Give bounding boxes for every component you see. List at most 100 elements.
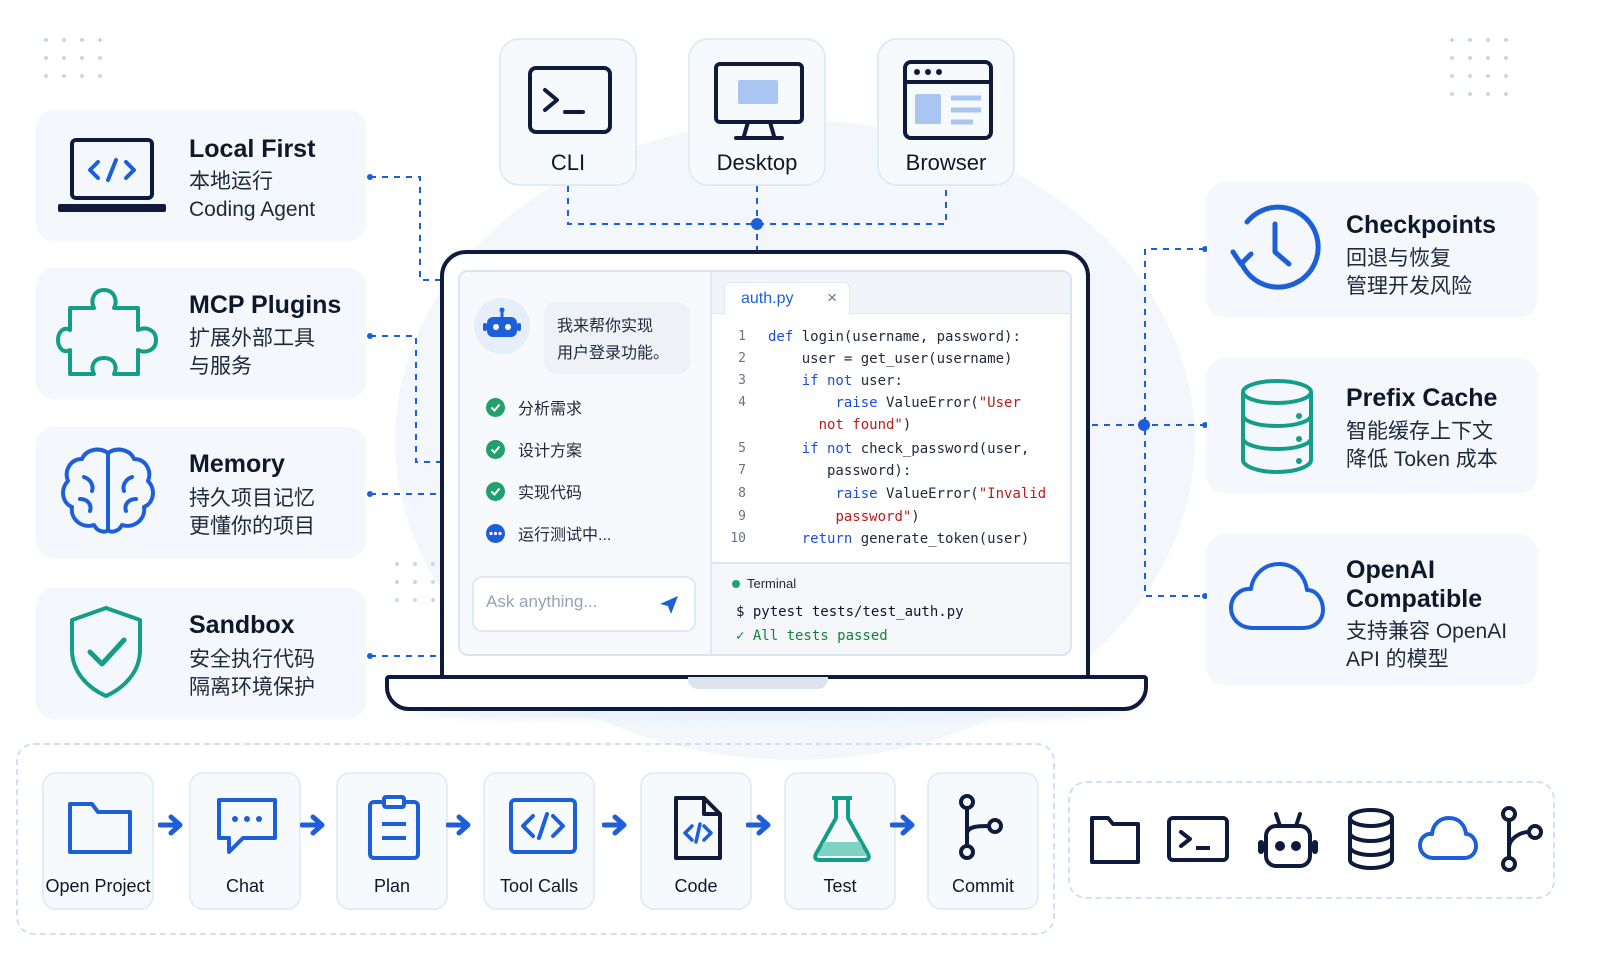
feature-title: OpenAI Compatible — [1346, 556, 1483, 613]
tile-cli[interactable]: CLI — [499, 38, 637, 186]
decorative-dots — [1450, 38, 1508, 96]
terminal-result: ✓ All tests passed — [736, 628, 888, 644]
git-branch-icon — [1497, 806, 1545, 877]
tile-browser[interactable]: Browser — [877, 38, 1015, 186]
app-window: 我来帮你实现 用户登录功能。 分析需求 设计方案 实现代码 运行测试中... — [458, 270, 1072, 656]
assistant-message: 我来帮你实现 用户登录功能。 — [544, 302, 690, 374]
close-icon[interactable]: × — [827, 288, 837, 307]
robot-avatar — [474, 298, 530, 354]
workflow-step-tool-calls[interactable]: Tool Calls — [483, 772, 595, 910]
check-icon — [486, 481, 505, 501]
step-label: Code — [674, 876, 718, 896]
arrow-right-icon — [889, 812, 918, 843]
workflow-step-plan[interactable]: Plan — [336, 772, 448, 910]
cloud-icon — [1229, 562, 1325, 637]
step-label: 运行测试中... — [518, 527, 612, 544]
feature-subtitle: 持久项目记忆 更懂你的项目 — [189, 487, 315, 538]
code-brackets-icon — [507, 794, 579, 863]
laptop-notch — [688, 677, 828, 689]
feature-card-checkpoints: Checkpoints 回退与恢复 管理开发风险 — [1207, 182, 1537, 316]
feature-subtitle: 支持兼容 OpenAI API 的模型 — [1346, 620, 1508, 671]
check-icon — [486, 397, 505, 417]
code-file-icon — [664, 794, 732, 867]
task-step: 运行测试中... — [486, 521, 611, 545]
workflow-step-code[interactable]: Code — [640, 772, 752, 910]
puzzle-icon — [56, 286, 160, 383]
feature-subtitle: 回退与恢复 管理开发风险 — [1346, 247, 1472, 298]
tile-desktop[interactable]: Desktop — [688, 38, 826, 186]
step-label: Open Project — [45, 876, 151, 896]
arrow-right-icon — [745, 812, 774, 843]
chat-input[interactable] — [486, 592, 646, 612]
feature-card-openai-compatible: OpenAI Compatible 支持兼容 OpenAI API 的模型 — [1207, 534, 1537, 684]
step-label: Chat — [225, 876, 265, 896]
loading-icon — [486, 523, 505, 543]
workflow-step-chat[interactable]: Chat — [189, 772, 301, 910]
arrow-right-icon — [299, 812, 328, 843]
check-icon — [486, 439, 505, 459]
tile-label: Browser — [905, 150, 987, 175]
cloud-icon — [1418, 806, 1478, 871]
feature-title: Memory — [189, 450, 285, 478]
terminal-icon — [1166, 806, 1230, 871]
task-step: 设计方案 — [486, 437, 582, 461]
robot-icon — [1256, 806, 1320, 875]
terminal-command: $ pytest tests/test_auth.py — [736, 604, 964, 620]
tab-filename: auth.py — [741, 290, 794, 307]
database-icon — [1346, 806, 1396, 875]
flask-icon — [808, 794, 876, 867]
feature-title: MCP Plugins — [189, 291, 342, 319]
status-dot — [732, 579, 740, 588]
database-icon — [1237, 378, 1317, 479]
send-icon[interactable] — [658, 594, 680, 621]
step-label: 设计方案 — [518, 443, 583, 460]
terminal-header: Terminal — [732, 576, 796, 591]
feature-subtitle: 扩展外部工具 与服务 — [189, 327, 315, 378]
folder-icon — [66, 794, 134, 863]
clock-rewind-icon — [1227, 202, 1323, 303]
task-step: 分析需求 — [486, 395, 582, 419]
chat-input-box[interactable] — [472, 576, 696, 632]
tile-label: CLI — [550, 150, 586, 175]
feature-title: Sandbox — [189, 611, 295, 639]
git-branch-icon — [951, 794, 1019, 867]
folder-icon — [1088, 806, 1142, 871]
editor-tab[interactable]: auth.py × — [724, 282, 850, 315]
feature-subtitle: 安全执行代码 隔离环境保护 — [189, 648, 315, 699]
monitor-icon — [714, 60, 804, 149]
chat-bubble-icon — [213, 794, 281, 863]
editor-tabbar: auth.py × — [712, 272, 1070, 315]
chat-panel: 我来帮你实现 用户登录功能。 分析需求 设计方案 实现代码 运行测试中... — [460, 272, 712, 654]
feature-card-mcp-plugins: MCP Plugins 扩展外部工具 与服务 — [36, 268, 366, 398]
browser-window-icon — [903, 60, 993, 145]
clipboard-icon — [360, 794, 428, 867]
tile-label: Desktop — [716, 150, 798, 175]
step-label: Commit — [952, 876, 1014, 896]
feature-title: Prefix Cache — [1346, 384, 1498, 412]
workflow-step-commit[interactable]: Commit — [927, 772, 1039, 910]
feature-card-memory: Memory 持久项目记忆 更懂你的项目 — [36, 427, 366, 557]
step-label: Tool Calls — [499, 876, 579, 896]
feature-title: Checkpoints — [1346, 211, 1497, 239]
arrow-right-icon — [157, 812, 186, 843]
robot-icon — [483, 307, 521, 337]
feature-title: Local First — [189, 135, 316, 163]
step-label: Test — [823, 876, 857, 896]
feature-card-local-first: Local First 本地运行 Coding Agent — [36, 110, 366, 240]
step-label: 分析需求 — [518, 401, 583, 418]
feature-card-prefix-cache: Prefix Cache 智能缓存上下文 降低 Token 成本 — [1207, 358, 1537, 492]
terminal-icon — [525, 60, 615, 145]
feature-subtitle: 智能缓存上下文 降低 Token 成本 — [1346, 420, 1498, 471]
step-label: 实现代码 — [518, 485, 583, 502]
terminal-title: Terminal — [747, 576, 797, 591]
arrow-right-icon — [601, 812, 630, 843]
icon-strip — [1068, 781, 1555, 899]
workflow-container — [16, 743, 1055, 935]
task-step: 实现代码 — [486, 479, 582, 503]
workflow-step-open-project[interactable]: Open Project — [42, 772, 154, 910]
brain-icon — [60, 445, 156, 542]
workflow-step-test[interactable]: Test — [784, 772, 896, 910]
decorative-dots — [44, 38, 102, 78]
feature-subtitle: 本地运行 Coding Agent — [189, 170, 316, 221]
